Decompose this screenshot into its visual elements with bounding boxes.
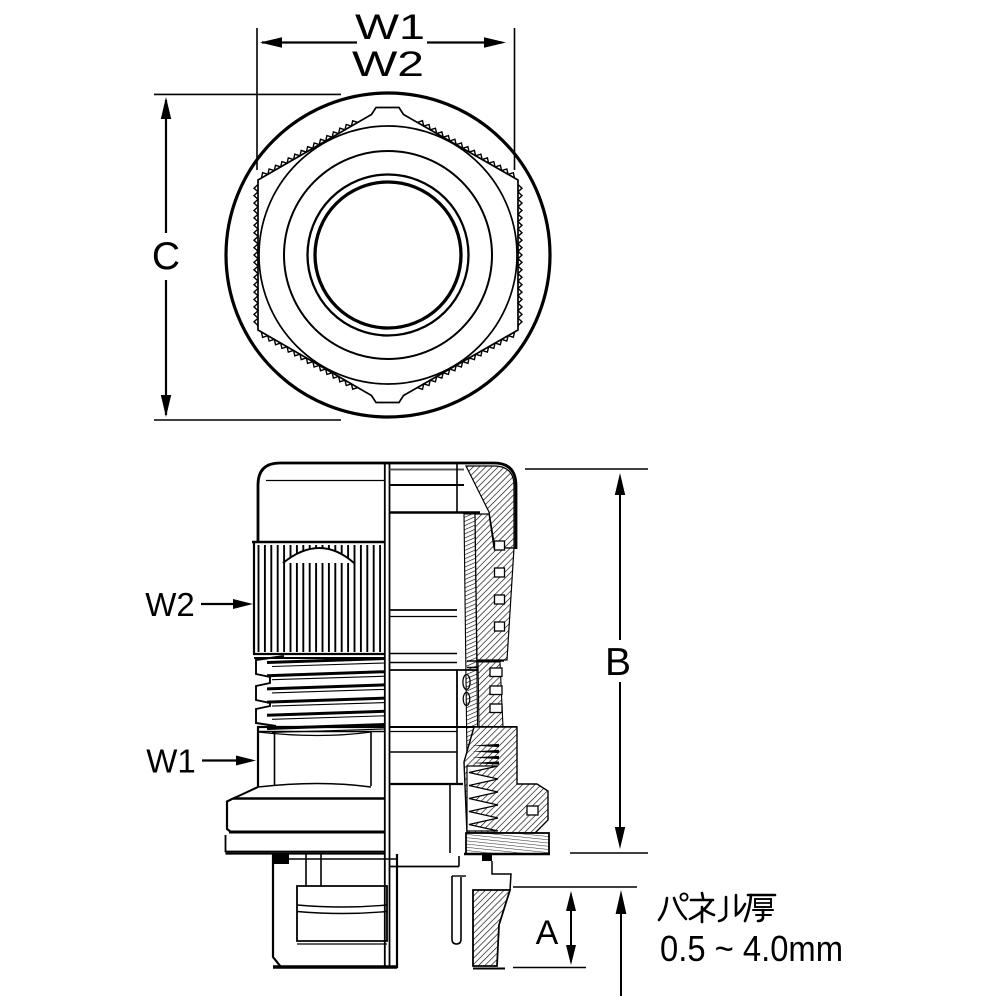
svg-text:A: A [536,914,559,952]
svg-text:C: C [152,235,180,278]
svg-text:W2: W2 [145,586,195,623]
svg-text:0.5 ~ 4.0mm: 0.5 ~ 4.0mm [660,928,843,969]
svg-text:W2: W2 [352,45,424,84]
svg-text:W1: W1 [146,743,196,780]
svg-text:B: B [605,641,631,684]
svg-text:W1: W1 [355,8,425,47]
